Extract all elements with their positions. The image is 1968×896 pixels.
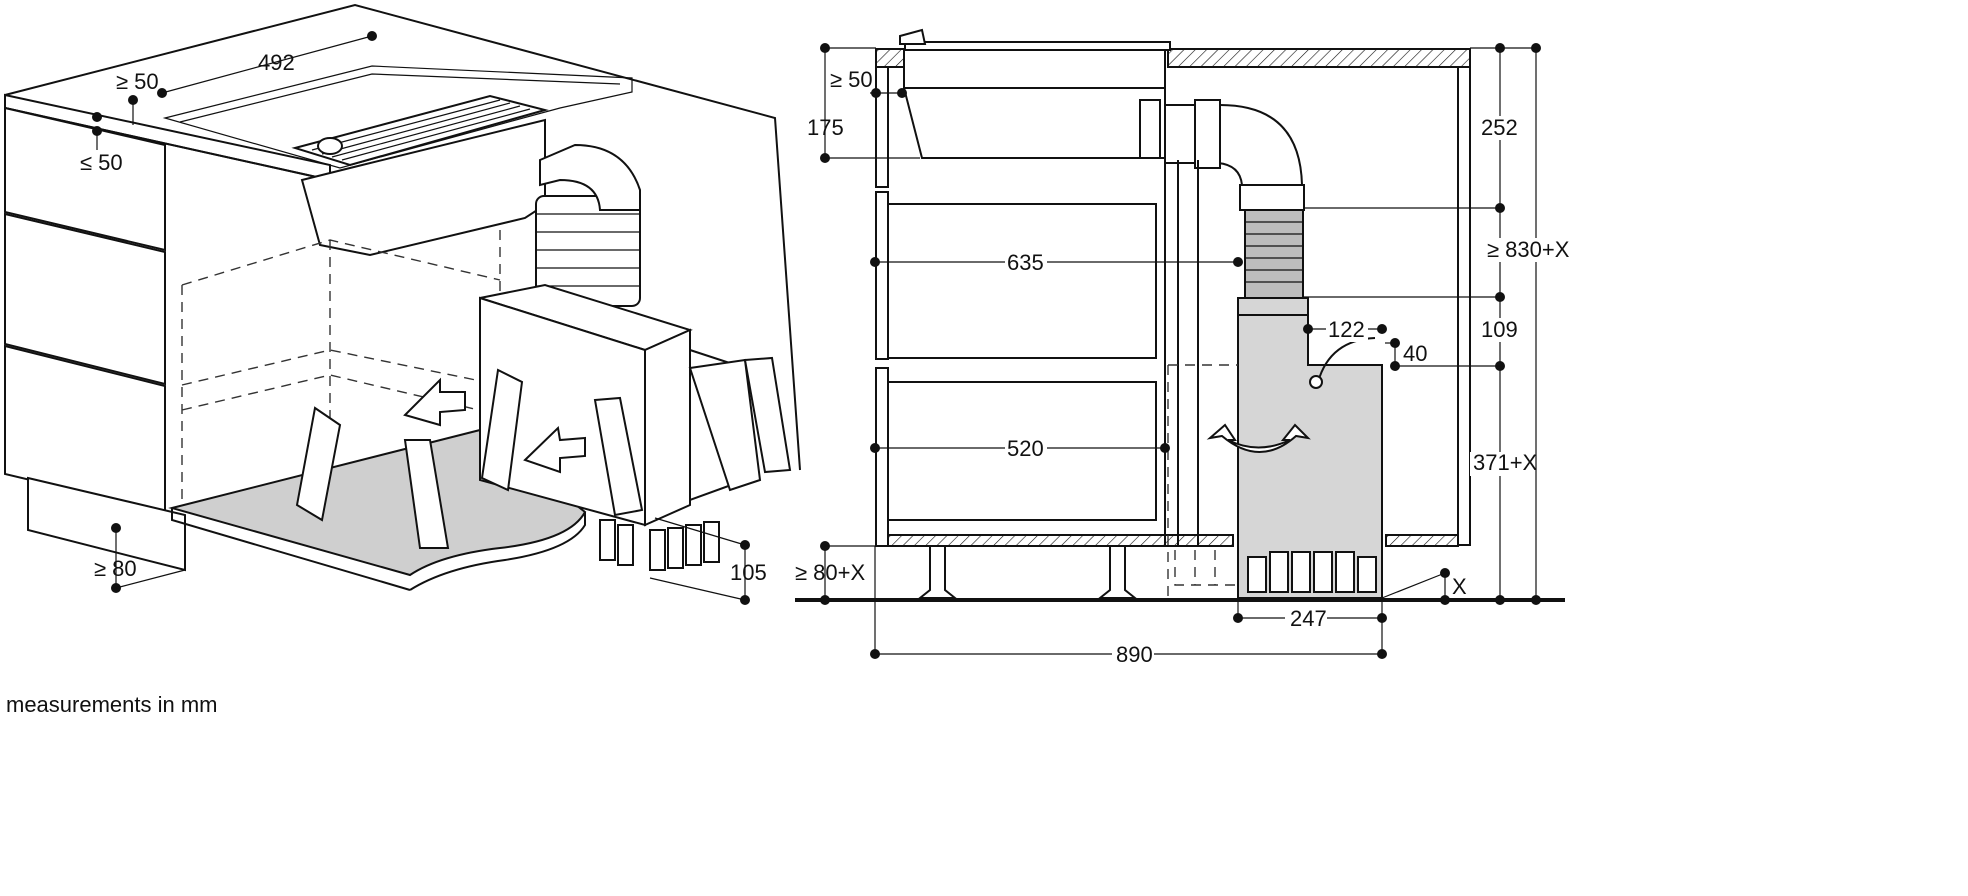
section-extractor <box>903 49 1166 159</box>
units-note: measurements in mm <box>6 692 218 717</box>
section-cooktop <box>904 41 1171 51</box>
section-elbow-duct <box>1164 104 1304 186</box>
dim-122: 122 <box>1328 317 1365 342</box>
dim-ge80: ≥ 80 <box>94 556 137 581</box>
dim-371x: 371+X <box>1473 450 1538 475</box>
dim-492: 492 <box>258 50 295 75</box>
dim-ge80x: ≥ 80+X <box>795 560 866 585</box>
dim-520: 520 <box>1007 436 1044 461</box>
cooktop <box>162 65 633 169</box>
dim-ge50-right: ≥ 50 <box>830 67 873 92</box>
vent-grille <box>291 94 549 167</box>
bracket-4 <box>593 396 644 517</box>
bracket-5 <box>743 356 792 474</box>
dim-ge50-left: ≥ 50 <box>116 69 159 94</box>
section-side-panel-left <box>875 66 889 188</box>
airflow-arrow-1 <box>403 377 466 427</box>
fan-box <box>479 283 762 571</box>
dim-le50: ≤ 50 <box>80 150 123 175</box>
rotate-arrow <box>1206 423 1311 453</box>
section-bellows <box>1244 209 1304 299</box>
section-base-right <box>1385 534 1459 547</box>
dim-247: 247 <box>1290 606 1327 631</box>
section-base-left <box>887 534 1234 547</box>
section-drawer-upper <box>887 203 1157 359</box>
dim-252: 252 <box>1481 115 1518 140</box>
bracket-2 <box>403 439 450 549</box>
section-view: ≥ 50 175 635 520 252 ≥ 830+X 109 122 40 … <box>795 28 1570 667</box>
section-side-panel-right <box>1457 66 1471 546</box>
dim-175: 175 <box>807 115 844 140</box>
section-worktop-left <box>875 48 905 68</box>
section-worktop-right <box>1167 48 1471 68</box>
dim-105: 105 <box>730 560 767 585</box>
dim-635: 635 <box>1007 250 1044 275</box>
foot-right <box>1097 545 1138 599</box>
dim-890: 890 <box>1116 642 1153 667</box>
perspective-view: 492 ≥ 50 ≤ 50 ≥ 80 105 <box>4 3 801 605</box>
dim-ge830x: ≥ 830+X <box>1487 237 1570 262</box>
section-filter-cartridges <box>1247 551 1377 593</box>
dim-x: X <box>1452 574 1467 599</box>
airflow-arrow-2 <box>523 425 586 474</box>
left-dimensions <box>92 31 750 605</box>
foot-left <box>917 545 958 599</box>
dim-109: 109 <box>1481 317 1518 342</box>
drawer-fronts <box>4 106 186 572</box>
dim-40: 40 <box>1403 341 1427 366</box>
duct-bellows <box>535 143 641 307</box>
bracket-3 <box>480 368 524 492</box>
bracket-1 <box>295 406 342 522</box>
